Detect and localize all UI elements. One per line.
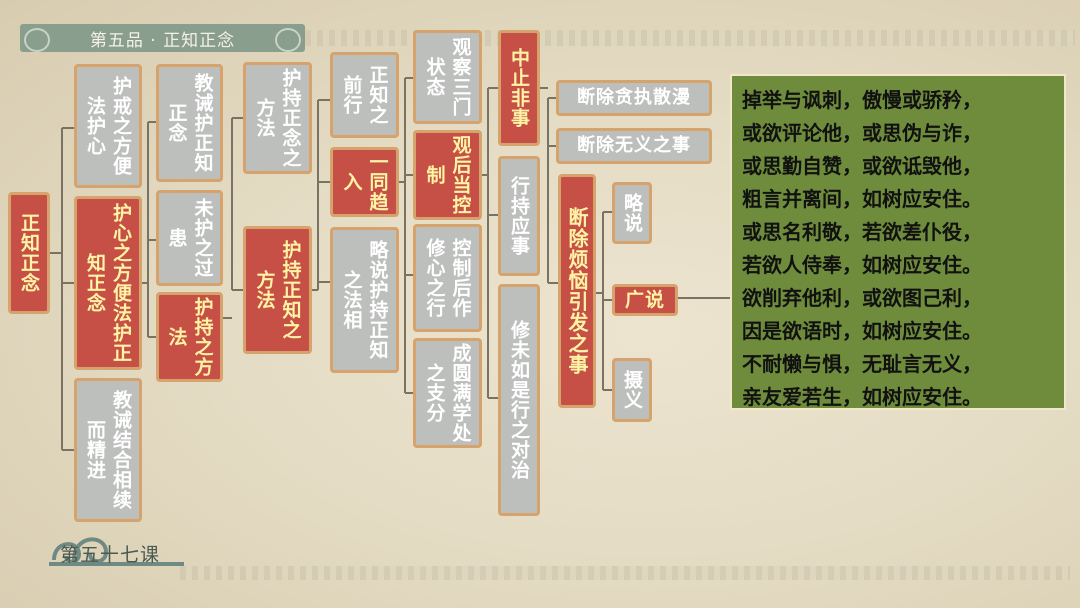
node-b2: 未护之过患 — [156, 190, 223, 286]
verse-line: 或欲评论他，或思伪与诈， — [742, 121, 982, 145]
node-e3-label: 控制后作修心之行 — [423, 238, 472, 318]
cloud-ornament-icon — [49, 537, 184, 566]
node-g1: 断除贪执散漫 — [556, 80, 712, 116]
decorative-band-bottom — [180, 566, 1070, 580]
node-a3-label: 教诫结合相续而精进 — [84, 390, 132, 510]
lesson-label: 第五十七课 — [60, 544, 161, 566]
node-h1: 略说 — [612, 182, 652, 244]
node-e1-label: 观察三门状态 — [423, 37, 472, 117]
node-e2: 观后当控制 — [413, 130, 482, 220]
node-a2: 护心之方便法护正知正念 — [74, 196, 142, 370]
verse-line: 因是欲语时，如树应安住。 — [742, 319, 982, 343]
node-b3: 护持之方法 — [156, 292, 223, 382]
node-e3: 控制后作修心之行 — [413, 224, 482, 332]
verse-line: 不耐懒与惧，无耻言无义， — [742, 352, 982, 376]
slide-title: 第五品 · 正知正念 — [89, 30, 236, 51]
node-b3-label: 护持之方法 — [165, 297, 214, 377]
node-d1-label: 正知之前行 — [340, 65, 389, 125]
title-bar: 第五品 · 正知正念 — [20, 24, 305, 52]
decorative-band-top — [305, 30, 1075, 46]
verse-line: 或思勤自赞，或欲诋毁他， — [742, 154, 982, 178]
scroll-ornament-icon — [24, 28, 50, 52]
node-b1-label: 教诫护正知正念 — [165, 73, 214, 173]
node-a2-label: 护心之方便法护正知正念 — [84, 203, 132, 363]
node-a1: 护戒之方便法护心 — [74, 64, 142, 188]
verse-line: 掉举与讽刺，傲慢或骄矜， — [742, 88, 982, 112]
verse-line: 若欲人侍奉，如树应安住。 — [742, 253, 982, 277]
node-root: 正知正念 — [8, 192, 50, 314]
node-f3: 修未如是行之对治 — [498, 284, 540, 516]
node-a3: 教诫结合相续而精进 — [74, 378, 142, 522]
node-d3-label: 略说护持正知之法相 — [340, 240, 389, 360]
node-h3: 摄义 — [612, 358, 652, 422]
node-a1-label: 护戒之方便法护心 — [84, 76, 132, 176]
node-e4-label: 成圆满学处之支分 — [423, 343, 472, 443]
node-c1: 护持正念之方法 — [243, 62, 312, 174]
node-c2: 护持正知之方法 — [243, 226, 312, 354]
node-g3: 断除烦恼引发之事 — [558, 174, 596, 408]
node-f1: 中止非事 — [498, 30, 540, 146]
node-d2: 一同趋入 — [330, 147, 399, 217]
node-b1: 教诫护正知正念 — [156, 64, 223, 182]
node-g2: 断除无义之事 — [556, 128, 712, 164]
node-d3: 略说护持正知之法相 — [330, 227, 399, 373]
verse-box: 掉举与讽刺，傲慢或骄矜， 或欲评论他，或思伪与诈， 或思勤自赞，或欲诋毁他， 粗… — [730, 74, 1066, 410]
node-d2-label: 一同趋入 — [340, 152, 389, 212]
scroll-ornament-icon — [275, 28, 301, 52]
verse-line: 或思名利敬，若欲差仆役， — [742, 220, 982, 244]
node-d1: 正知之前行 — [330, 52, 399, 138]
node-e4: 成圆满学处之支分 — [413, 338, 482, 448]
node-h2: 广说 — [612, 284, 678, 316]
node-c1-label: 护持正念之方法 — [253, 68, 302, 168]
node-b2-label: 未护之过患 — [165, 198, 214, 278]
node-e1: 观察三门状态 — [413, 30, 482, 124]
verse-line: 欲削弃他利，或欲图己利， — [742, 286, 982, 310]
verse-line: 亲友爱若生，如树应安住。 — [742, 385, 982, 409]
node-c2-label: 护持正知之方法 — [253, 240, 302, 340]
node-e2-label: 观后当控制 — [423, 135, 472, 215]
verse-line: 粗言并离间，如树应安住。 — [742, 187, 982, 211]
node-f2: 行持应事 — [498, 156, 540, 276]
